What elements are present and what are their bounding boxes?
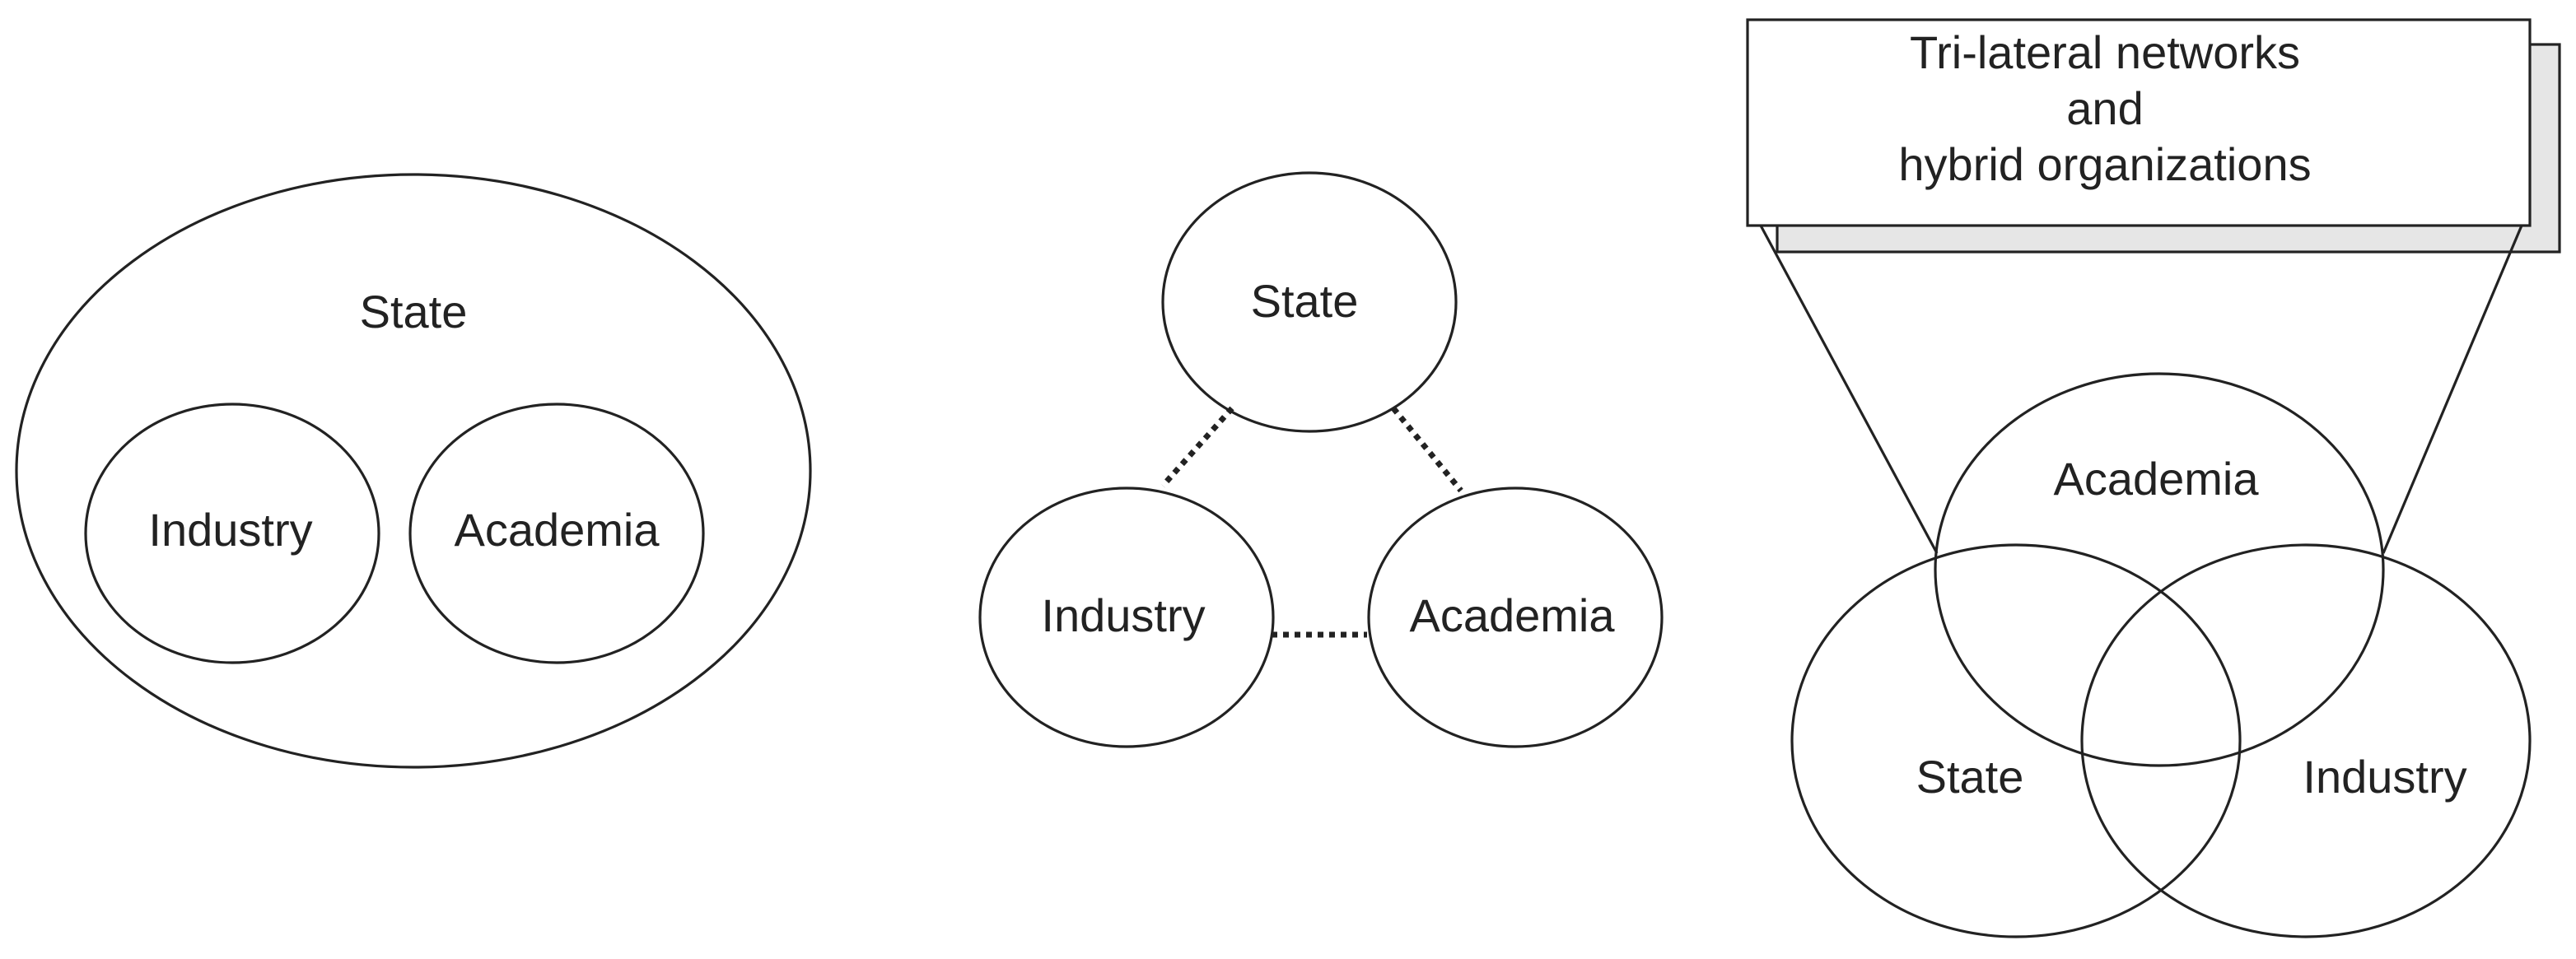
industry-circle: [2080, 543, 2532, 938]
academia-label: Academia: [1409, 589, 1615, 641]
industry-label: Industry: [2303, 751, 2466, 803]
hybrid-organizations-box: [1746, 18, 2532, 227]
academia-circle: [1934, 372, 2385, 767]
industry-circle: [978, 486, 1275, 748]
laissez-faire-model-panel: State Industry Academia: [978, 171, 1664, 748]
state-outer-ellipse: [15, 173, 812, 769]
academia-label: Academia: [454, 504, 660, 556]
industry-circle: [84, 403, 380, 664]
box-line-1: Tri-lateral networks: [1910, 26, 2300, 78]
academia-label: Academia: [2053, 453, 2259, 505]
state-circle: [1790, 543, 2242, 938]
state-industry-dotted-link: [1160, 406, 1234, 488]
box-line-3: hybrid organizations: [1898, 138, 2311, 190]
industry-label: Industry: [148, 504, 312, 556]
box-right-connector: [2382, 225, 2523, 554]
box-line-2: and: [2066, 82, 2143, 134]
state-academia-dotted-link: [1391, 406, 1463, 493]
state-label: State: [1251, 275, 1359, 327]
industry-label: Industry: [1041, 589, 1205, 641]
state-label: State: [360, 286, 468, 338]
state-circle: [1161, 171, 1458, 433]
academia-circle: [1367, 486, 1664, 748]
state-label: State: [1916, 751, 2024, 803]
statist-model-panel: State Industry Academia: [15, 173, 812, 769]
academia-circle: [408, 403, 705, 664]
triple-helix-model-panel: Tri-lateral networks and hybrid organiza…: [1746, 18, 2561, 938]
box-left-connector: [1759, 225, 1939, 554]
